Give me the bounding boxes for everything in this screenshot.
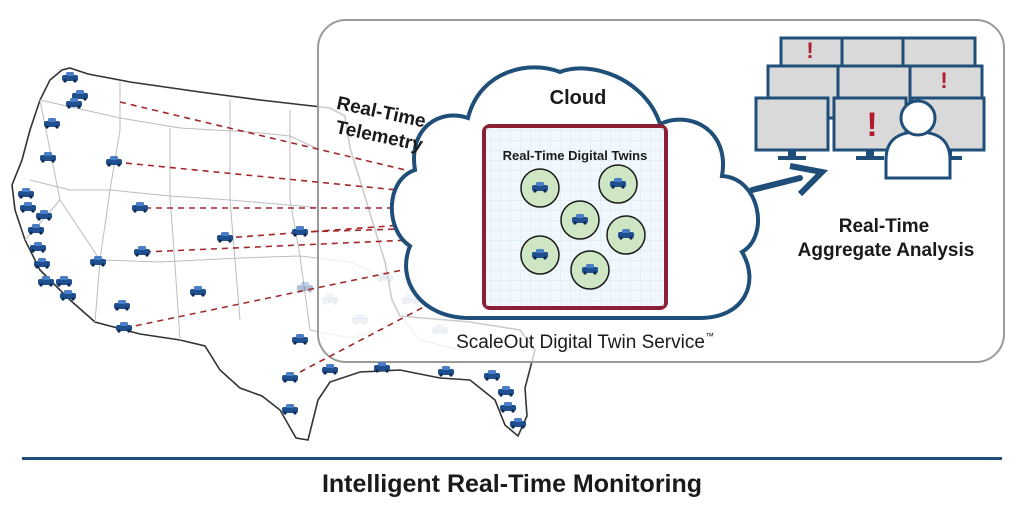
digital-twin-node	[520, 168, 560, 208]
digital-twin-nodes	[520, 164, 646, 290]
operator-icon	[884, 99, 952, 180]
footer-divider	[22, 457, 1002, 460]
digital-twin-node	[560, 200, 600, 240]
footer-title: Intelligent Real-Time Monitoring	[321, 470, 703, 498]
cloud-label: Cloud	[550, 87, 607, 109]
analysis-label-line1: Real-Time	[839, 216, 929, 237]
digital-twin-node	[520, 235, 560, 275]
alert-icon: !	[866, 106, 877, 144]
arrow-icon	[749, 163, 829, 197]
service-name-label: ScaleOut Digital Twin Service™	[456, 331, 714, 353]
analysis-label-line2: Aggregate Analysis	[798, 240, 975, 261]
digital-twin-node	[570, 250, 610, 290]
digital-twins-title: Real-Time Digital Twins	[503, 148, 648, 163]
digital-twin-node	[606, 215, 646, 255]
monitor-icon	[754, 96, 830, 162]
alert-icon: !	[940, 68, 947, 93]
digital-twin-node	[598, 164, 638, 204]
alert-icon: !	[806, 38, 813, 63]
